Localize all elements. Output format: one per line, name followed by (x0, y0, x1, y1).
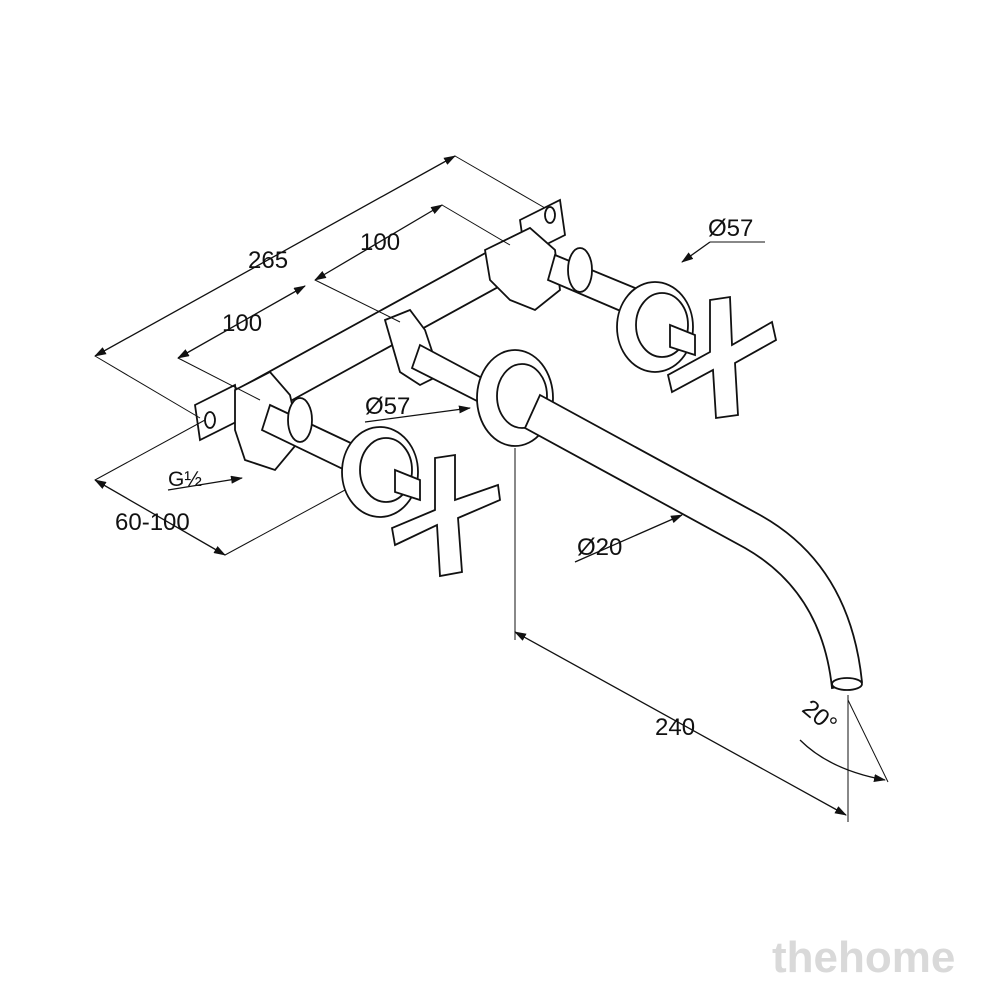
dim-overall-width: 265 (248, 247, 288, 274)
cross-handle-left (390, 453, 501, 578)
dim-thread: G½ (168, 468, 202, 491)
dim-spout-diameter: Ø20 (577, 534, 622, 561)
dim-rosette-middle: Ø57 (365, 393, 410, 420)
rosette-left (341, 426, 419, 518)
watermark: thehome (772, 933, 955, 982)
dimension-lines (94, 155, 889, 822)
dim-spacing-upper: 100 (360, 229, 400, 256)
dim-rosette-right: Ø57 (708, 215, 753, 242)
rosette-right (616, 281, 694, 373)
dim-spout-angle: 20° (797, 695, 842, 739)
dim-spacing-lower: 100 (222, 310, 262, 337)
dim-wall-depth: 60-100 (115, 509, 190, 536)
cross-handle-right (666, 295, 778, 420)
dim-spout-projection: 240 (655, 714, 695, 741)
spout (523, 393, 863, 691)
